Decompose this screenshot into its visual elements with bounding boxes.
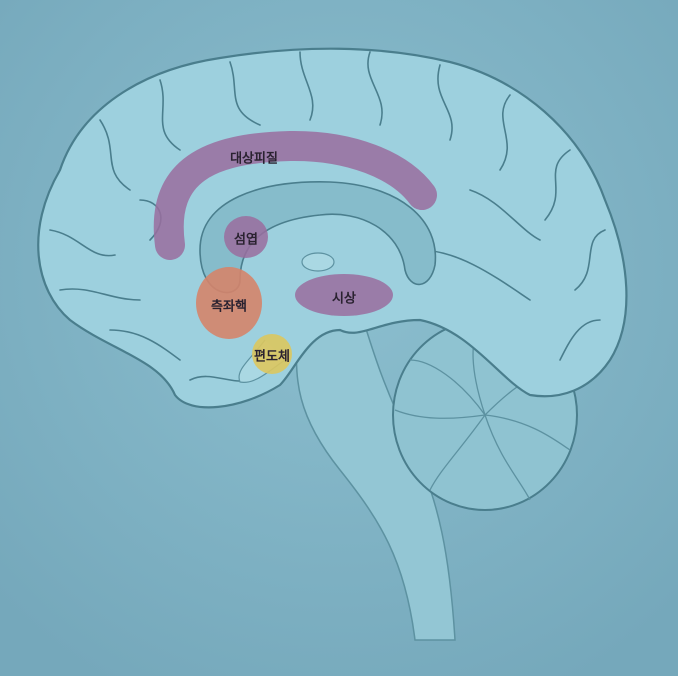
ventricle (301, 252, 335, 272)
amygdala-region (252, 334, 292, 374)
insula-region (224, 216, 268, 258)
insula-label: 섬엽 (234, 232, 258, 248)
accumbens-region (196, 267, 262, 339)
brainstem (295, 309, 456, 641)
cingulate-label: 대상피질 (230, 151, 278, 167)
accumbens-label: 측좌핵 (211, 299, 247, 315)
amygdala-label: 편도체 (254, 349, 290, 365)
thalamus-region (295, 274, 393, 316)
cingulate-region (153, 130, 437, 260)
cerebrum (37, 47, 628, 409)
thalamus-label: 시상 (332, 291, 356, 307)
